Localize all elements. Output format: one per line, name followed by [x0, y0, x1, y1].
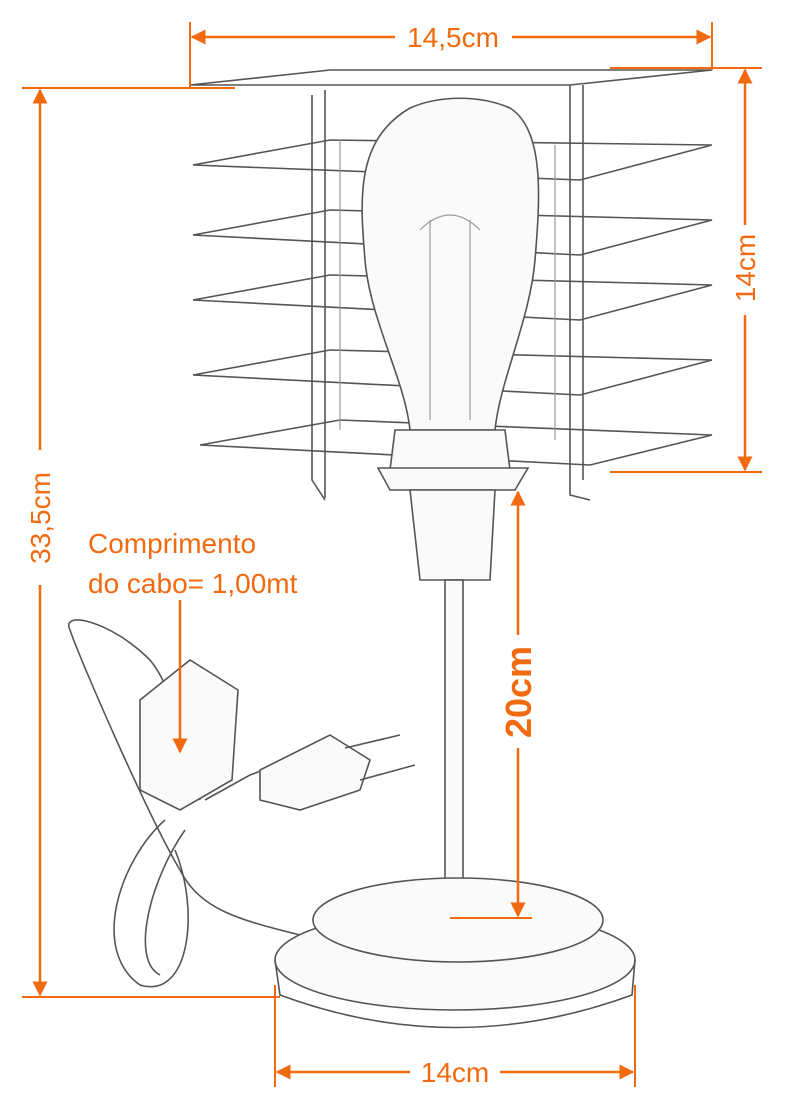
wire-cage [189, 69, 713, 501]
extension-lines [22, 22, 762, 1087]
total-height-label: 33,5cm [25, 472, 56, 564]
socket [376, 429, 530, 581]
dimension-base-width: 14cm [275, 1057, 635, 1088]
stem [444, 579, 464, 919]
dimension-cage-width: 14,5cm [190, 22, 712, 53]
cable-note-line1: Comprimento [88, 528, 256, 559]
base-width-label: 14cm [421, 1057, 489, 1088]
stem-height-label: 20cm [498, 646, 539, 738]
dimension-total-height: 33,5cm [25, 88, 56, 997]
lamp-illustration [67, 69, 713, 1029]
base [274, 877, 636, 1029]
cable-note-line2: do cabo= 1,00mt [88, 568, 298, 599]
power-cord [67, 619, 416, 988]
cage-width-label: 14,5cm [407, 22, 499, 53]
dimension-stem-height: 20cm [498, 490, 539, 918]
cage-height-label: 14cm [730, 234, 761, 302]
bulb [361, 97, 540, 431]
dimension-cage-height: 14cm [730, 68, 761, 472]
cable-length-note: Comprimento do cabo= 1,00mt [88, 528, 298, 754]
